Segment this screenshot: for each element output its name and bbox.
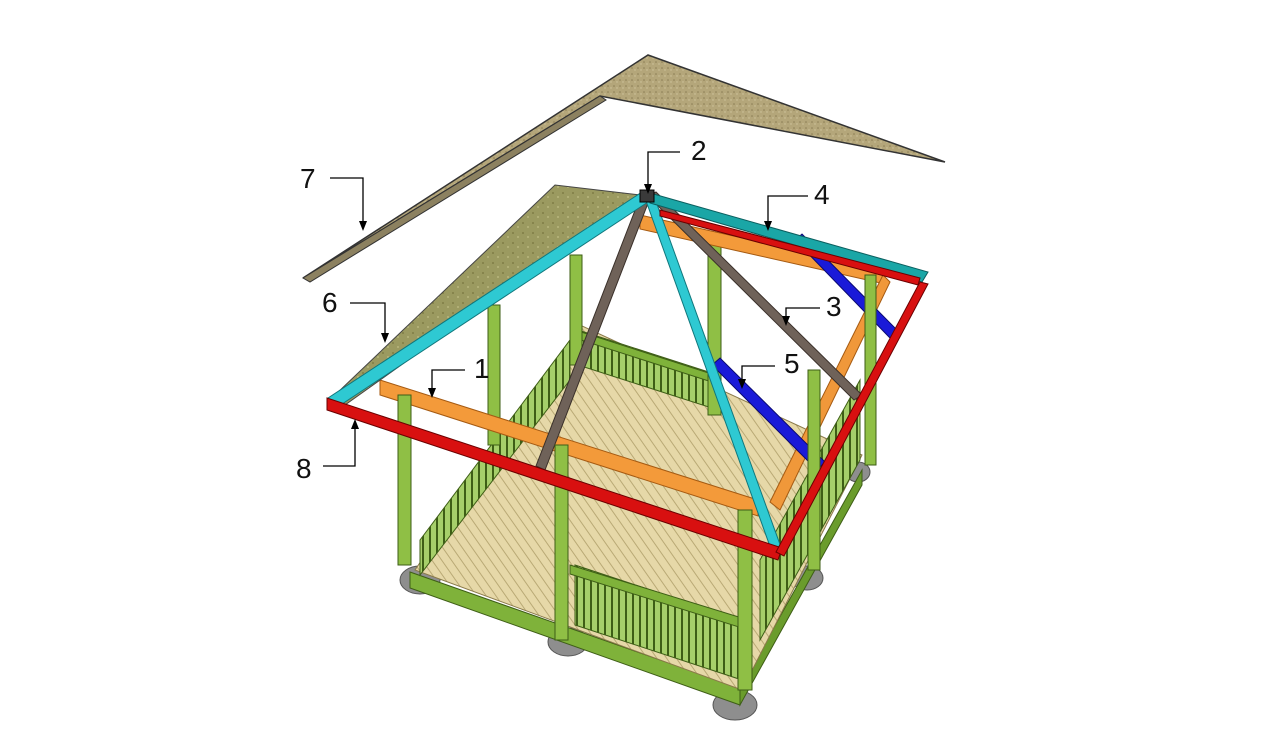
top-plates (326, 209, 929, 561)
back-posts (487, 234, 722, 446)
callout-arrowheads (351, 184, 790, 429)
front-railings (569, 564, 743, 681)
callout-label-8: 8 (296, 453, 312, 484)
center-hub (639, 189, 655, 203)
callout-leaders (323, 151, 820, 467)
callout-label-1: 1 (474, 353, 490, 384)
callout-label-5: 5 (784, 348, 800, 379)
roof-shingle-panel (302, 54, 946, 283)
front-posts (397, 274, 877, 691)
callout-label-3: 3 (826, 291, 842, 322)
deck-frame (409, 468, 863, 707)
callout-label-7: 7 (300, 163, 316, 194)
callout-label-2: 2 (691, 135, 707, 166)
callout-label-4: 4 (814, 179, 830, 210)
callout-label-6: 6 (322, 287, 338, 318)
